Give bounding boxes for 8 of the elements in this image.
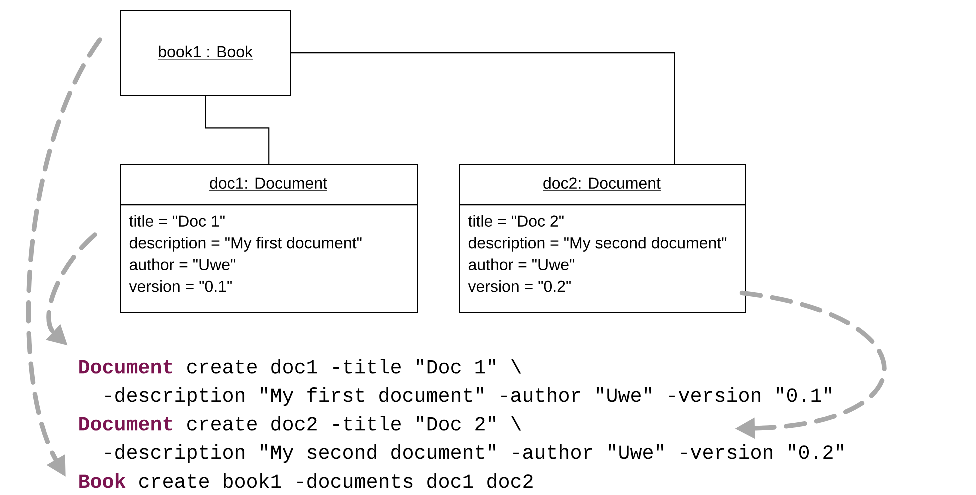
connector-line xyxy=(291,52,676,164)
code-statement: Document create doc1 -title "Doc 1" \ -description "My first document" -author "Uwe" -version "0.1" xyxy=(80,359,832,406)
object-box: book1 : Book xyxy=(120,10,292,96)
code-statement: Document create doc2 -title "Doc 2" \ -description "My second document" -author "Uwe" -version "0.2" xyxy=(80,416,844,464)
connector-line xyxy=(205,96,270,164)
object-box: doc2: Document title = "Doc 2" description = "My second document" author = "Uwe" version = "0.2" xyxy=(459,164,746,314)
object-box: doc1: Document title = "Doc 1" description = "My first document" author = "Uwe" version = "0.1" xyxy=(120,164,418,314)
code-statement: Book create book1 -documents doc1 doc2 xyxy=(80,474,533,488)
